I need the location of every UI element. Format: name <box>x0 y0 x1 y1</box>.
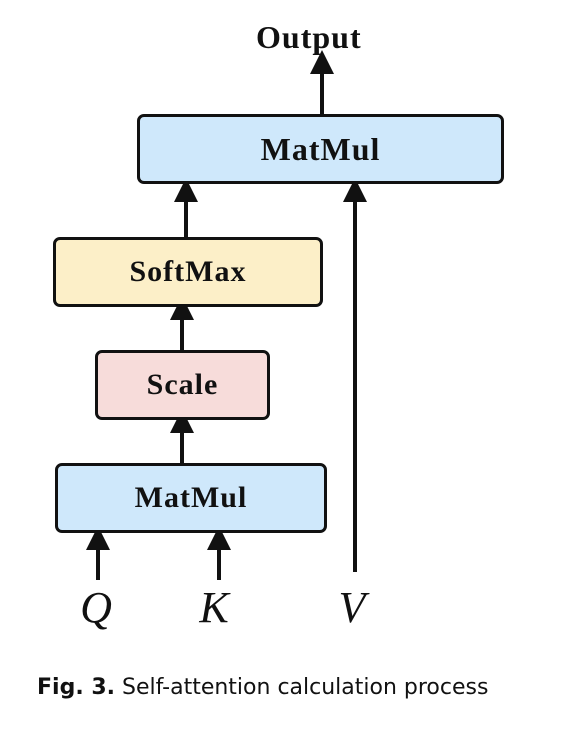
bottom-matmul-label: MatMul <box>134 481 248 514</box>
figure-caption: Fig. 3. Self-attention calculation proce… <box>37 673 488 703</box>
caption-prefix: Fig. 3. <box>37 675 115 700</box>
top-matmul-box: MatMul <box>137 114 504 184</box>
input-v-label: V <box>338 583 366 632</box>
softmax-label: SoftMax <box>129 255 247 288</box>
scale-box: Scale <box>95 350 270 420</box>
softmax-box: SoftMax <box>53 237 323 307</box>
caption-text: Self-attention calculation process <box>122 675 489 700</box>
input-k-label: K <box>199 583 229 632</box>
input-q-label: Q <box>80 583 112 632</box>
bottom-matmul-box: MatMul <box>55 463 327 533</box>
output-label: Output <box>256 19 362 55</box>
top-matmul-label: MatMul <box>260 130 381 167</box>
scale-label: Scale <box>146 368 219 401</box>
